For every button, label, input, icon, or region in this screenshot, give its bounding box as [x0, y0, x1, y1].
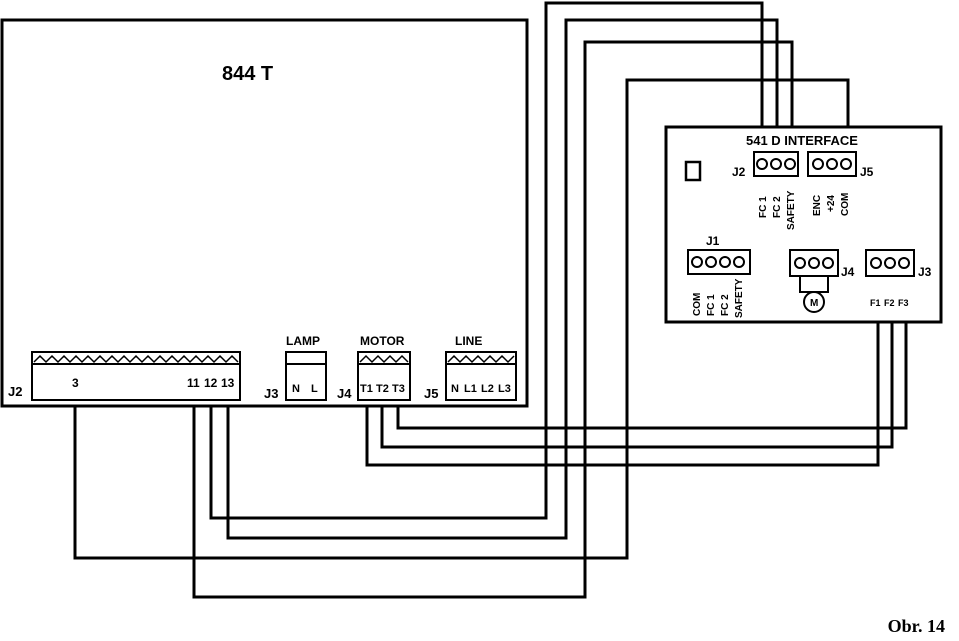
main-board-outline: [0, 18, 529, 408]
motor-pin-t1: T1: [360, 383, 373, 395]
iface-j3-pin-f2-label: F2: [884, 298, 895, 308]
iface-j5-pin-3: [840, 158, 852, 170]
interface-board-title: 541 D INTERFACE: [746, 133, 858, 148]
j2-screw-teeth: [33, 354, 239, 364]
wire-t1-to-f1: [365, 318, 880, 467]
iface-j5-pin-1: [812, 158, 824, 170]
iface-j3-pin-f3-label: F3: [898, 298, 909, 308]
iface-j3-pin-f1-label: F1: [870, 298, 881, 308]
j2-pin-12: 12: [204, 376, 218, 390]
iface-j1-pin-com-label: COM: [692, 293, 703, 316]
iface-j1-label: J1: [706, 234, 720, 248]
lamp-pin-l: L: [311, 383, 318, 395]
iface-j3-pin-3: [898, 257, 910, 269]
iface-j4-pin-2: [808, 257, 820, 269]
wires: [73, 1, 908, 599]
j2-screw-strip: [31, 351, 241, 365]
iface-j2-pin-fc2-label: FC 2: [772, 196, 783, 218]
j4-main-label: J4: [337, 386, 352, 401]
lamp-pin-n: N: [292, 383, 300, 395]
iface-j2-pin-1: [756, 158, 768, 170]
iface-j1-pin-1: [691, 256, 703, 268]
j2-pin-3: 3: [72, 376, 79, 390]
iface-j2-pin-fc1-label: FC 1: [758, 196, 769, 218]
wire-t2-to-f2: [380, 318, 894, 449]
iface-j4-label: J4: [841, 265, 855, 279]
line-header: LINE: [455, 334, 482, 348]
motor-icon: [803, 291, 825, 313]
connector-j4-motor: MOTOR J4 T1 T2 T3: [337, 334, 411, 401]
main-board-title: 844 T: [222, 63, 273, 85]
j2-main-label: J2: [8, 384, 22, 399]
connector-j5-line: LINE J5 N L1 L2 L3: [424, 334, 517, 401]
connector-j2-main: J2 3 11 12 13: [8, 351, 241, 401]
line-terminal-body: [445, 363, 517, 401]
connector-j3-lamp: LAMP J3 N L: [264, 334, 327, 401]
motor-terminal-body: [357, 363, 411, 401]
wire-11-to-fc1: [192, 40, 794, 599]
motor-header: MOTOR: [360, 334, 405, 348]
lamp-terminal-body: [285, 363, 327, 401]
lamp-screw-strip: [285, 351, 327, 365]
interface-component: [684, 160, 702, 182]
iface-j1-pin-fc2-label: FC 2: [720, 294, 731, 316]
iface-j1-pin-4: [733, 256, 745, 268]
iface-j4-pin-3: [822, 257, 834, 269]
interface-connector-j3: J3 F1 F2 F3: [865, 249, 932, 308]
iface-j2-label: J2: [732, 165, 746, 179]
wire-13-to-safety: [226, 18, 779, 540]
iface-j2-pin-2: [770, 158, 782, 170]
j2-pin-11: 11: [187, 376, 200, 390]
iface-j1-pin-3: [719, 256, 731, 268]
interface-connector-j4: J4 M: [789, 249, 855, 313]
interface-connector-j2: J2 FC 1 FC 2 SAFETY: [732, 151, 799, 230]
line-pin-l2: L2: [481, 383, 494, 395]
iface-j5-pin-24-label: +24: [826, 195, 837, 212]
iface-j5-pin-com-label: COM: [840, 193, 851, 216]
interface-connector-j1: J1 COM FC 1 FC 2 SAFETY: [687, 234, 751, 318]
lamp-header: LAMP: [286, 334, 320, 348]
iface-j3-pin-2: [884, 257, 896, 269]
iface-j2-pin-3: [784, 158, 796, 170]
interface-board-outline: [664, 125, 943, 324]
j2-pin-13: 13: [221, 376, 235, 390]
interface-connector-j5: J5 ENC +24 COM: [807, 151, 874, 216]
iface-j3-pin-1: [870, 257, 882, 269]
iface-j1-pin-safety-label: SAFETY: [734, 278, 745, 318]
figure-caption: Obr. 14: [887, 616, 945, 636]
j3-main-label: J3: [264, 386, 278, 401]
motor-pin-t3: T3: [392, 383, 405, 395]
wire-3-to-com: [73, 78, 850, 560]
j5-main-label: J5: [424, 386, 438, 401]
line-pin-l3: L3: [498, 383, 511, 395]
iface-j5-label: J5: [860, 165, 874, 179]
wire-12-to-fc2: [209, 1, 764, 520]
iface-j5-pin-2: [826, 158, 838, 170]
interface-board-541d: 541 D INTERFACE J2 FC 1 FC 2 SAFETY J5 E…: [664, 125, 943, 324]
motor-symbol-label: M: [810, 298, 818, 309]
line-pin-n: N: [451, 383, 459, 395]
iface-j3-label: J3: [918, 265, 932, 279]
motor-screw-teeth: [359, 354, 409, 364]
motor-pin-t2: T2: [376, 383, 389, 395]
iface-j4-pin-1: [794, 257, 806, 269]
line-screw-teeth: [447, 354, 515, 364]
iface-j5-pin-enc-label: ENC: [812, 195, 823, 216]
j2-terminal-body: [31, 363, 241, 401]
iface-j1-pin-2: [705, 256, 717, 268]
wire-t3-to-f3: [396, 318, 908, 430]
line-pin-l1: L1: [464, 383, 477, 395]
iface-j2-pin-safety-label: SAFETY: [786, 190, 797, 230]
iface-j1-pin-fc1-label: FC 1: [706, 294, 717, 316]
main-board-844t: 844 T J2 3 11 12 13 LAMP J3 N L MOTOR: [0, 18, 529, 408]
